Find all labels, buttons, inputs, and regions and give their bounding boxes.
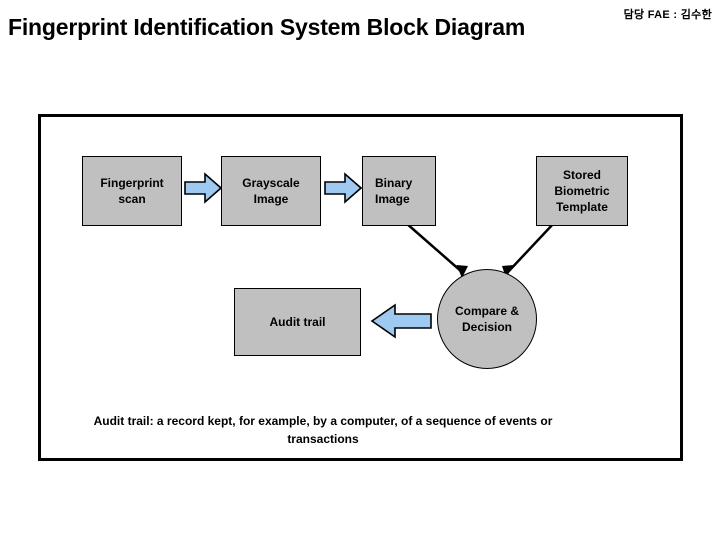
page-title: Fingerprint Identification System Block …	[8, 14, 526, 40]
node-stored-biometric-template[interactable]: Stored Biometric Template	[536, 156, 628, 226]
fae-owner-note: 담당 FAE : 김수한	[623, 9, 712, 21]
node-grayscale-image[interactable]: Grayscale Image	[221, 156, 321, 226]
node-audit-trail[interactable]: Audit trail	[234, 288, 361, 356]
edge-compare-to-audit	[370, 303, 432, 339]
edge-stored-to-compare	[502, 222, 555, 278]
edge-grayscale-to-binary	[324, 172, 362, 204]
audit-trail-caption: Audit trail: a record kept, for example,…	[93, 414, 553, 446]
node-binary-image[interactable]: Binary Image	[362, 156, 436, 226]
node-compare-and-decision[interactable]: Compare & Decision	[437, 269, 537, 369]
diagram-frame: Fingerprint scan Grayscale Image Binary …	[38, 114, 683, 461]
edge-scan-to-grayscale	[184, 172, 222, 204]
node-fingerprint-scan[interactable]: Fingerprint scan	[82, 156, 182, 226]
edge-binary-to-compare	[405, 222, 468, 278]
